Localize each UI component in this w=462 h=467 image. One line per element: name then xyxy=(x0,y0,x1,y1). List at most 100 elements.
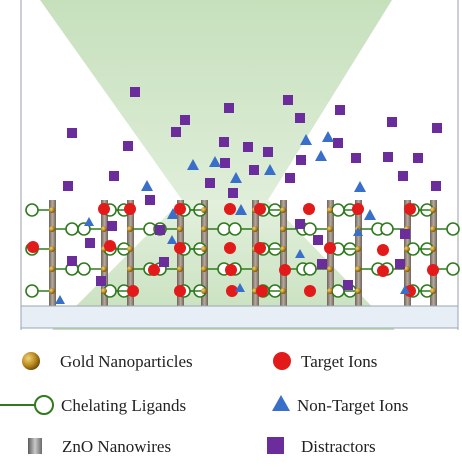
distractor-particle xyxy=(431,181,441,191)
non-target-ion-particle xyxy=(230,172,242,183)
distractor-particle xyxy=(398,171,408,181)
distractor-particle xyxy=(343,280,353,290)
target-ion xyxy=(404,203,416,215)
non-target-ion-particle xyxy=(55,295,65,304)
gold-nanoparticle xyxy=(127,246,133,252)
chelating-ligand xyxy=(446,262,460,276)
chelating-ligand xyxy=(25,284,39,298)
target-ion xyxy=(225,264,237,276)
non-target-ion-particle xyxy=(187,159,199,170)
zno-nanowire xyxy=(252,200,259,306)
target-ion xyxy=(148,264,160,276)
chelating-ligand xyxy=(25,203,39,217)
target-ion xyxy=(377,244,389,256)
distractor-particle xyxy=(96,276,106,286)
gold-nanoparticle xyxy=(201,246,207,252)
distractor-particle xyxy=(180,115,190,125)
legend-label-nontarget: Non-Target Ions xyxy=(297,396,408,415)
gold-nanoparticle xyxy=(127,226,133,232)
legend-label-zno: ZnO Nanowires xyxy=(62,437,171,456)
legend-label-distractor: Distractors xyxy=(301,437,376,456)
distractor-particle xyxy=(219,137,229,147)
distractor-particle xyxy=(395,259,405,269)
distractor-particle xyxy=(383,152,393,162)
target-ion xyxy=(174,285,186,297)
chelating-ligand xyxy=(65,222,79,236)
chelating-ligand xyxy=(331,203,345,217)
legend-label-gold: Gold Nanoparticles xyxy=(60,352,193,371)
non-target-ion-particle xyxy=(322,131,334,142)
gold-nanoparticle xyxy=(49,207,55,213)
distractor-particle xyxy=(155,225,165,235)
gold-nanoparticle xyxy=(127,266,133,272)
target-ion xyxy=(254,203,266,215)
target-ion xyxy=(98,203,110,215)
gold-nanoparticle xyxy=(252,226,258,232)
gold-nanoparticle xyxy=(49,246,55,252)
target-ion xyxy=(352,203,364,215)
gold-nanoparticle xyxy=(430,246,436,252)
non-target-ion-particle xyxy=(209,156,221,167)
gold-nanoparticle xyxy=(355,246,361,252)
target-ion xyxy=(279,264,291,276)
gold-nanoparticle xyxy=(327,266,333,272)
distractor-particle xyxy=(228,188,238,198)
distractor-particle xyxy=(85,238,95,248)
gold-nanoparticle xyxy=(355,288,361,294)
distractor-particle xyxy=(263,147,273,157)
gold-nanoparticle xyxy=(280,246,286,252)
gold-nanoparticle xyxy=(201,226,207,232)
distractor-particle xyxy=(432,123,442,133)
gold-nanoparticle xyxy=(101,288,107,294)
zno-nanowire xyxy=(355,200,362,306)
distractor-particle xyxy=(413,153,423,163)
particle-field xyxy=(63,87,442,220)
chelating-ligand xyxy=(217,222,231,236)
distractor-particle xyxy=(317,259,327,269)
distractor-particle xyxy=(283,95,293,105)
target-ion xyxy=(174,203,186,215)
gold-nanoparticle xyxy=(280,288,286,294)
non-target-ion-particle xyxy=(141,180,153,191)
substrate xyxy=(20,305,459,329)
gold-nanoparticle xyxy=(49,226,55,232)
distractor-particle xyxy=(249,165,259,175)
target-ion xyxy=(124,203,136,215)
target-ion xyxy=(324,242,336,254)
gold-nanoparticle xyxy=(430,288,436,294)
gold-nanoparticle xyxy=(430,207,436,213)
gold-nanoparticle xyxy=(404,266,410,272)
chelating-ligand xyxy=(77,262,91,276)
non-target-ion-particle xyxy=(364,209,376,220)
gold-nanoparticle xyxy=(430,226,436,232)
legend-label-target: Target Ions xyxy=(301,352,377,371)
distractor-particle xyxy=(130,87,140,97)
legend-label-ligand: Chelating Ligands xyxy=(61,396,186,415)
distractor-particle xyxy=(295,113,305,123)
gold-nanoparticle xyxy=(177,266,183,272)
distractor-particle xyxy=(67,256,77,266)
non-target-ion-particle xyxy=(295,249,305,258)
distractor-particle xyxy=(67,128,77,138)
gold-nanoparticle xyxy=(101,226,107,232)
non-target-ion-particle xyxy=(235,204,247,215)
chelating-ligand xyxy=(331,284,345,298)
chelating-ligand xyxy=(446,222,460,236)
chelating-ligand xyxy=(228,222,242,236)
gold-nanoparticle xyxy=(355,266,361,272)
chelating-ligand xyxy=(303,262,317,276)
distractor-particle xyxy=(285,173,295,183)
distractor-particle xyxy=(145,195,155,205)
distractor-particle xyxy=(159,257,169,267)
target-ion xyxy=(104,240,116,252)
legend: Gold Nanoparticles Target Ions Chelating… xyxy=(0,352,408,456)
non-target-ion-particle xyxy=(300,134,312,145)
non-target-ion-particle xyxy=(264,164,276,175)
distractor-particle xyxy=(333,138,343,148)
gold-nanoparticle xyxy=(327,226,333,232)
target-ion xyxy=(303,203,315,215)
chelating-ligand xyxy=(303,222,317,236)
zno-nanowire xyxy=(430,200,437,306)
distractor-particle xyxy=(387,117,397,127)
gold-nanoparticle xyxy=(280,207,286,213)
